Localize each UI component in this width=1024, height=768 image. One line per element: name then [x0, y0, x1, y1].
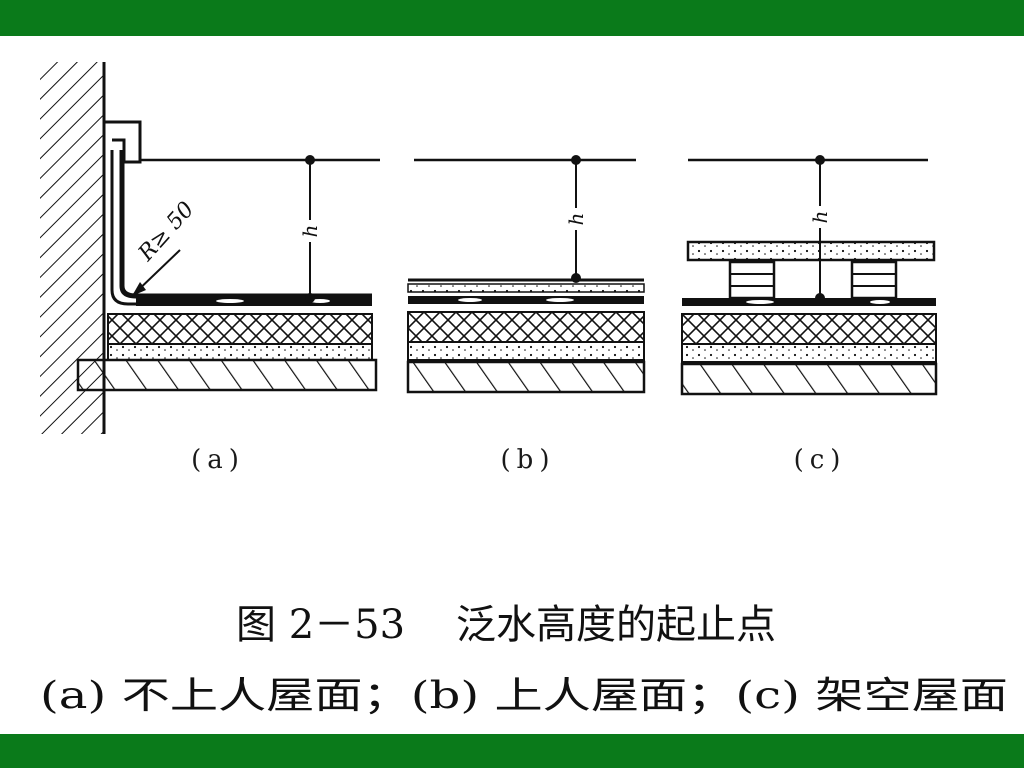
insulation-layer-b	[407, 311, 645, 343]
panel-c: h (c)	[680, 155, 938, 475]
waterproof-layer-c	[682, 298, 936, 306]
screed-layer-a	[107, 343, 373, 361]
radius-note: R≥ 50	[133, 197, 199, 266]
roof-slab-c	[680, 362, 938, 396]
panel-label-c: (c)	[794, 445, 847, 475]
caption-number: 图 2－53	[236, 602, 405, 648]
deck-supports	[728, 260, 898, 300]
protection-layer-b	[407, 283, 645, 293]
panel-label-a: (a)	[191, 445, 245, 475]
dimension-point-top-b	[571, 155, 581, 165]
panel-b: h (b)	[406, 155, 646, 475]
figure-panel: h R≥ 50 (a) h	[0, 36, 1024, 734]
dimension-point-top-c	[815, 155, 825, 165]
flashing-height-diagram: h R≥ 50 (a) h	[40, 62, 1008, 717]
radius-arrowhead	[132, 282, 146, 296]
screed-layer-c	[681, 343, 937, 363]
bottom-green-band	[0, 734, 1024, 768]
panel-a: h R≥ 50 (a)	[40, 62, 380, 475]
waterproof-layer-b	[408, 296, 644, 304]
screed-layer-b	[407, 341, 645, 361]
top-green-band	[0, 0, 1024, 36]
h-label-b: h	[564, 213, 588, 226]
caption-title: 泛水高度的起止点	[456, 602, 776, 648]
h-label-c: h	[808, 211, 832, 224]
dimension-point-bottom-a	[305, 293, 315, 303]
insulation-layer-c	[681, 313, 937, 345]
flashing-membrane-outer	[110, 150, 372, 306]
roof-slab-b	[406, 360, 646, 394]
dimension-point-top-a	[305, 155, 315, 165]
h-label-a: h	[298, 225, 322, 238]
roof-slab-a	[76, 358, 378, 392]
caption-subtitle: (a) 不上人屋面；(b) 上人屋面；(c) 架空屋面	[40, 674, 1008, 717]
panel-label-b: (b)	[501, 445, 556, 475]
raised-deck-slab	[686, 240, 936, 262]
flashing-membrane-inner	[119, 150, 372, 299]
counterflashing-cap	[104, 120, 142, 164]
waterproof-layer-a	[136, 296, 372, 306]
insulation-layer-a	[107, 313, 373, 345]
